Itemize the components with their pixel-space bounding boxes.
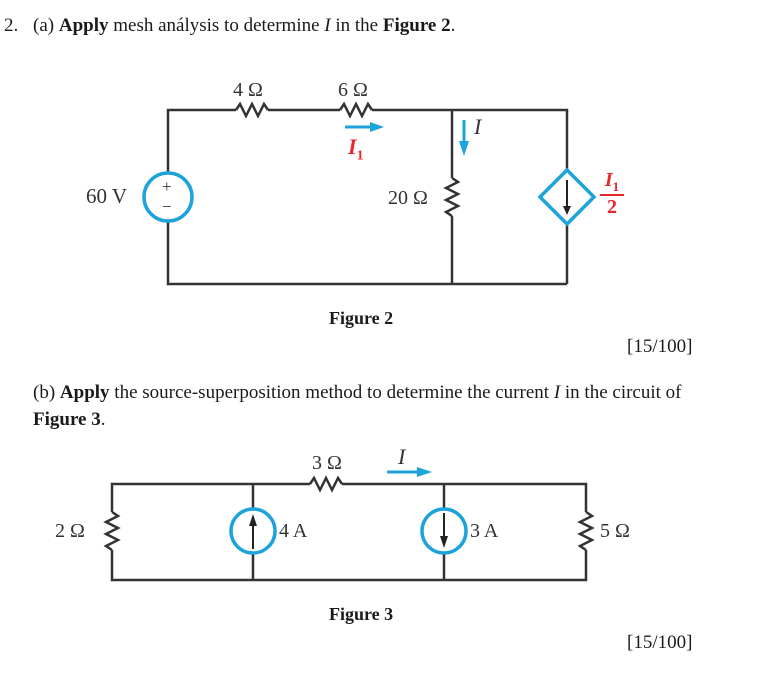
i1-symbol: I — [348, 134, 357, 159]
figure-2-caption: Figure 2 — [329, 308, 394, 328]
part-b-end: . — [100, 409, 106, 430]
resistor-5-ohm — [577, 510, 595, 552]
part-b-verb: Apply — [59, 382, 110, 403]
part-b-ref: Figure 3 — [33, 409, 101, 430]
label-6-ohm: 6 Ω — [338, 79, 368, 101]
dependent-source-label: I1 2 — [600, 170, 624, 217]
part-b-label: (b) — [33, 382, 56, 403]
f3-label-current-i: I — [398, 444, 406, 469]
label-current-i: I — [474, 114, 482, 139]
voltage-plus: + — [162, 177, 172, 196]
i1-subscript: 1 — [356, 148, 364, 164]
figure-2-wires — [166, 101, 569, 286]
part-a-verb: Apply — [58, 15, 109, 36]
current-i1-arrow-head — [370, 122, 384, 132]
wire-f3-bottom — [110, 550, 588, 582]
f3-current-i-arrow-head — [417, 467, 432, 477]
source-4a-arrow-head — [249, 514, 257, 526]
part-a-var: I — [324, 15, 331, 36]
part-b-text-1: the source-superposition method to deter… — [114, 382, 550, 403]
figure-3-caption: Figure 3 — [329, 604, 394, 624]
resistor-6-ohm — [338, 101, 374, 119]
resistor-20-ohm — [443, 176, 461, 218]
part-a-prompt: (a) Apply mesh análysis to determine I i… — [33, 16, 455, 35]
wire-bottom — [166, 220, 567, 286]
voltage-minus: − — [162, 197, 172, 216]
label-3-ohm: 3 Ω — [312, 452, 342, 474]
part-b-text-2: in the circuit of — [564, 382, 682, 403]
dependent-source-arrow-head — [563, 206, 571, 215]
figure-3-wires — [103, 475, 595, 582]
wire-left-top — [166, 108, 236, 173]
wire-f3-top-left — [110, 482, 310, 512]
dep-fraction-bar — [600, 194, 624, 196]
resistor-4-ohm — [234, 101, 270, 119]
part-b-prompt-line-2: Figure 3. — [33, 410, 105, 429]
part-a-text-2: in the — [335, 15, 379, 36]
label-4a: 4 A — [279, 520, 308, 542]
label-60v: 60 V — [86, 184, 128, 208]
resistor-3-ohm — [308, 475, 344, 493]
part-a-marks: [15/100] — [627, 336, 693, 357]
current-i-arrow-head — [459, 141, 469, 156]
part-a-end: . — [450, 15, 456, 36]
label-2-ohm: 2 Ω — [55, 520, 85, 542]
wire-f3-top-right — [342, 482, 588, 512]
voltage-source-icon — [142, 171, 194, 223]
dep-numerator: I1 — [604, 169, 620, 194]
part-b-marks: [15/100] — [627, 632, 693, 653]
question-number: 2. — [4, 15, 19, 36]
label-3a: 3 A — [470, 520, 499, 542]
dep-denominator: 2 — [607, 196, 617, 218]
part-a-text-1: mesh análysis to determine — [113, 15, 320, 36]
label-i1: I1 — [348, 136, 364, 163]
label-4-ohm: 4 Ω — [233, 79, 263, 101]
part-a-ref: Figure 2 — [382, 15, 451, 36]
source-3a-arrow-head — [440, 536, 448, 548]
wire-top-right — [372, 108, 569, 170]
part-b-var: I — [553, 382, 561, 403]
label-20-ohm: 20 Ω — [388, 187, 428, 209]
part-a-label: (a) — [33, 15, 55, 36]
resistor-2-ohm — [103, 510, 121, 552]
part-b-prompt-line-1: (b) Apply the source-superposition metho… — [33, 383, 682, 402]
label-5-ohm: 5 Ω — [600, 520, 630, 542]
